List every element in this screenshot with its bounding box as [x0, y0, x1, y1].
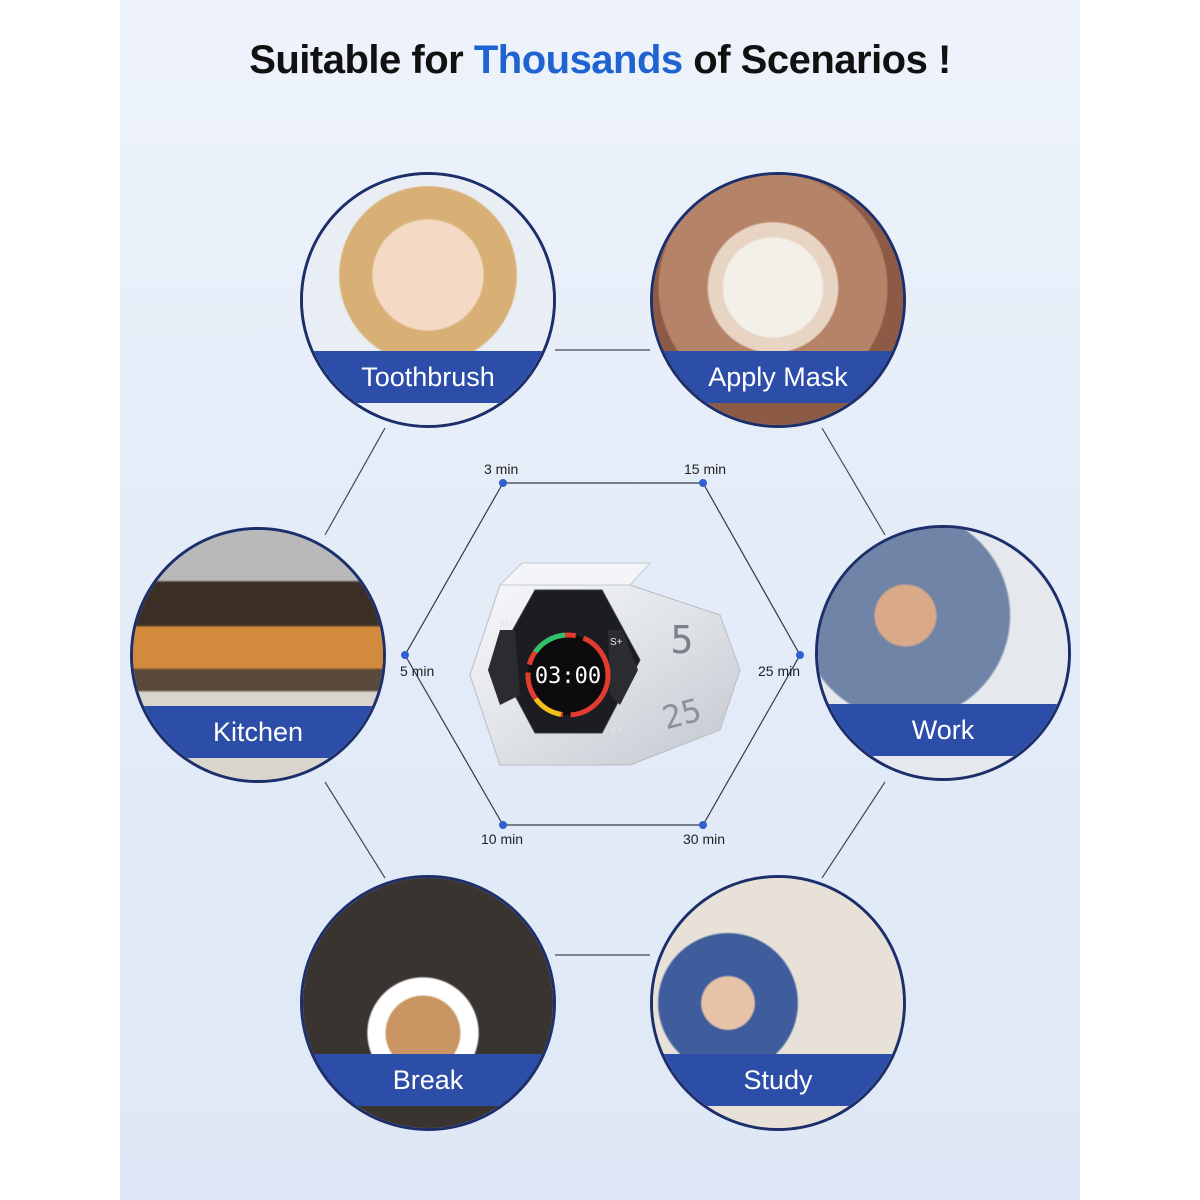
scenario-label: Apply Mask: [653, 351, 903, 403]
line-lower-left: [324, 781, 386, 879]
scenario-study: Study: [650, 875, 906, 1131]
display-time: 03:00: [535, 664, 601, 689]
line-upper-right: [821, 427, 886, 536]
dot-25min: [796, 651, 804, 659]
mark-10min: 10 min: [481, 831, 524, 847]
mark-5min: 5 min: [400, 663, 435, 679]
scenario-label: Toothbrush: [303, 351, 553, 403]
dot-10min: [499, 821, 507, 829]
dot-5min: [401, 651, 409, 659]
button-s-plus: S+: [610, 637, 623, 648]
button-v-plus: V+: [610, 725, 623, 736]
dot-30min: [699, 821, 707, 829]
button-m-plus: M+: [500, 619, 514, 630]
mark-25min: 25 min: [758, 663, 801, 679]
face-digit-5: 5: [671, 618, 694, 662]
mark-30min: 30 min: [683, 831, 726, 847]
mark-3min: 3 min: [484, 461, 519, 477]
scenario-toothbrush: Toothbrush: [300, 172, 556, 428]
button-v-minus: V-: [504, 712, 513, 723]
dot-15min: [699, 479, 707, 487]
scenario-label: Kitchen: [133, 706, 383, 758]
scenario-label: Study: [653, 1054, 903, 1106]
title-text: Suitable for: [249, 38, 474, 82]
mark-15min: 15 min: [684, 461, 727, 477]
line-upper-left: [324, 427, 386, 536]
title-text-end: of Scenarios !: [682, 38, 951, 82]
page-title: Suitable for Thousands of Scenarios !: [0, 38, 1200, 83]
dot-3min: [499, 479, 507, 487]
scenario-kitchen: Kitchen: [130, 527, 386, 783]
scenario-apply-mask: Apply Mask: [650, 172, 906, 428]
scenario-work: Work: [815, 525, 1071, 781]
scenario-break: Break: [300, 875, 556, 1131]
hexagon-timer-device: 03:00 M+ S+ V- V+ 5 25: [469, 562, 741, 766]
scenario-label: Break: [303, 1054, 553, 1106]
scenario-label: Work: [818, 704, 1068, 756]
title-accent: Thousands: [473, 38, 683, 82]
line-lower-right: [821, 781, 886, 879]
